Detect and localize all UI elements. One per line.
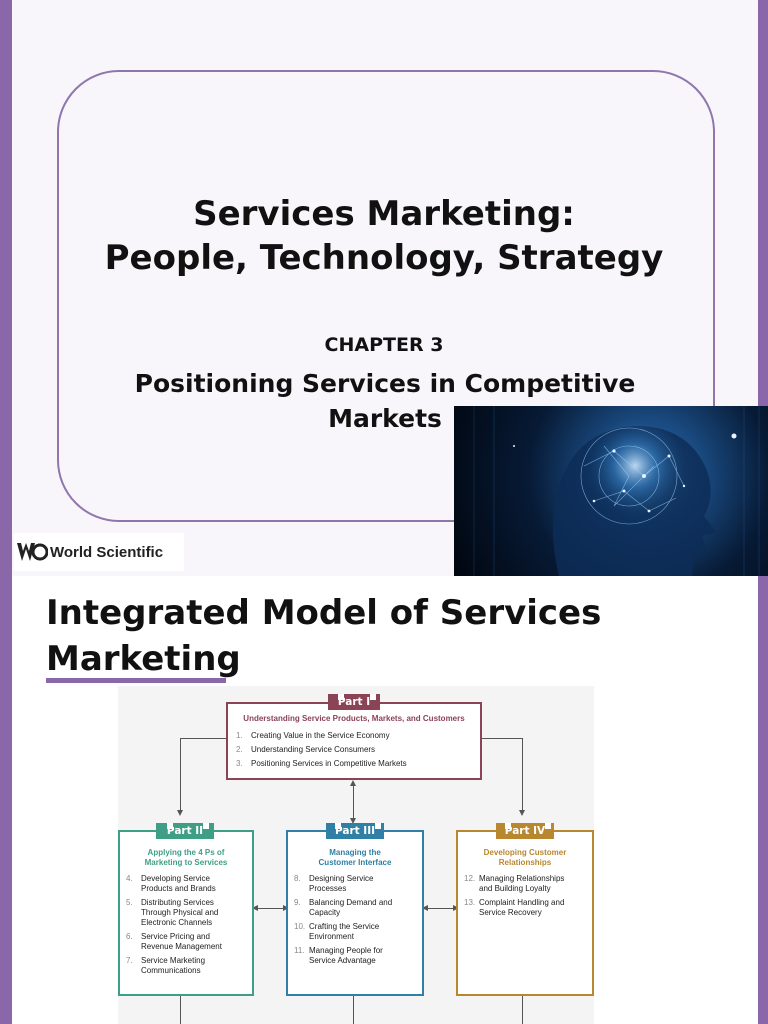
list-item: 1.Creating Value in the Service Economy [236,731,390,740]
world-scientific-logo-icon [17,543,48,561]
left-accent-bar [0,0,12,576]
right-accent-bar [758,0,768,576]
connector-left-vertical [180,738,181,814]
arrow-down-icon [350,818,356,824]
slide-title: Services Marketing: People, Technology, … [0,192,768,280]
ai-head-image [454,406,768,576]
part-3-box: Managing the Customer Interface 8.Design… [286,830,424,996]
connector-bottom-center [353,996,354,1024]
publisher-logo: World Scientific [14,533,184,571]
arrow-down-icon [177,810,183,816]
part-2-tag: Part II [156,823,214,839]
part-1-heading: Understanding Service Products, Markets,… [243,714,465,723]
arrow-down-icon [519,810,525,816]
slide-title-line-2: People, Technology, Strategy [104,238,664,278]
title-slide: Services Marketing: People, Technology, … [0,0,768,576]
connector-bottom-right [522,996,523,1024]
arrow-left-icon [422,905,428,911]
right-accent-bar [758,576,768,1024]
connector-right-horizontal [480,738,522,739]
part-4-heading: Developing Customer Relationships [483,848,567,867]
model-slide: Integrated Model of Services Marketing U… [0,576,768,1024]
connector-center-vertical [353,784,354,820]
chapter-subtitle: Positioning Services in Competitive Mark… [134,369,636,433]
title-underline [46,678,226,683]
part-2-heading: Applying the 4 Ps of Marketing to Servic… [144,848,228,867]
arrow-left-icon [252,905,258,911]
left-accent-bar [0,576,12,1024]
part-1-box: Understanding Service Products, Markets,… [226,702,482,780]
chapter-label: CHAPTER 3 [324,334,444,356]
part-4-tag: Part IV [496,823,554,839]
part-1-tag: Part I [328,694,380,710]
connector-bottom-left [180,996,181,1024]
slide-title-line-1: Services Marketing: [193,194,575,234]
publisher-name: World Scientific [50,543,164,561]
slide-title: Integrated Model of Services Marketing [46,593,602,679]
list-item: 2.Understanding Service Consumers [236,745,376,754]
services-marketing-model-diagram: Understanding Service Products, Markets,… [118,686,594,1024]
part-3-heading: Managing the Customer Interface [318,848,392,867]
connector-left-horizontal [180,738,226,739]
connector-3-4 [425,908,455,909]
part-2-box: Applying the 4 Ps of Marketing to Servic… [118,830,254,996]
connector-2-3 [255,908,285,909]
connector-right-vertical [522,738,523,814]
list-item: 3.Positioning Services in Competitive Ma… [236,759,407,768]
part-4-box: Developing Customer Relationships 12.Man… [456,830,594,996]
part-3-tag: Part III [326,823,384,839]
arrow-up-icon [350,780,356,786]
